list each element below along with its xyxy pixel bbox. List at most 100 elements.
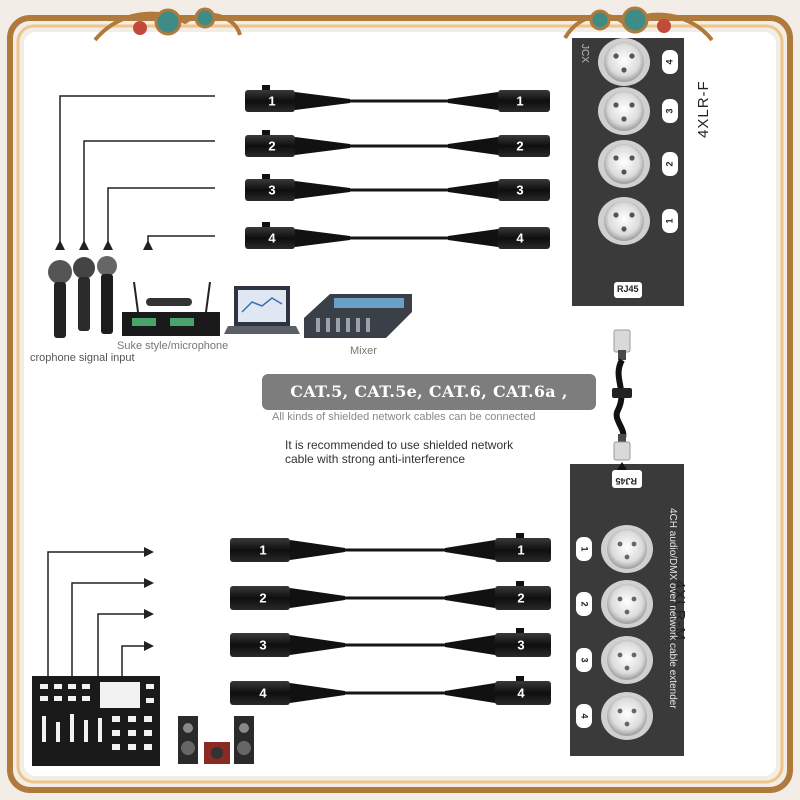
network-cable-icon [612, 329, 632, 470]
xlr-female-socket [604, 91, 644, 131]
port-number: 4 [664, 59, 674, 64]
cable-boot [445, 683, 495, 703]
shielded-note: All kinds of shielded network cables can… [272, 411, 536, 423]
cable-number-left: 1 [268, 93, 275, 108]
port-number-badge [576, 592, 592, 616]
cable-boot [295, 229, 350, 247]
cable-boot [448, 229, 498, 247]
top-cable-lines [350, 99, 448, 240]
bottom-box-subtitle: 4CH audio/DMX over network cable extende… [667, 508, 678, 709]
port-number-badge [662, 152, 678, 176]
cable-number-right: 4 [517, 685, 525, 700]
top-box-title: 4XLR-F [695, 80, 712, 138]
speakers-icon [178, 716, 254, 764]
port-number-badge [662, 99, 678, 123]
xlr-male-plug [230, 586, 290, 610]
wireless-receiver-icon [122, 281, 220, 336]
suke-microphone-label: Suke style/microphone [117, 340, 229, 352]
bottom-routing-lines [47, 551, 152, 676]
xlr-male-plug [230, 538, 290, 562]
cable-number-right: 1 [517, 542, 524, 557]
plug-latch [262, 174, 270, 179]
xlr-male-socket [607, 584, 647, 624]
frame-ornament-left [93, 7, 242, 42]
port-number-badge [576, 648, 592, 672]
cable-number-left: 3 [268, 182, 275, 197]
xlr-female-socket [604, 144, 644, 184]
rj45-port-top [614, 282, 642, 298]
cable-number-left: 4 [268, 230, 276, 245]
port-number-badge [662, 50, 678, 74]
cable-number-right: 3 [517, 637, 524, 652]
port-number: 2 [664, 161, 674, 166]
plug-latch [262, 85, 270, 90]
console-icon [32, 676, 160, 766]
plug-latch [516, 676, 524, 681]
xlr-male-plug [498, 227, 550, 249]
top-box-partial-text: JCX [579, 44, 590, 63]
cable-number-left: 2 [259, 590, 266, 605]
cable-number-left: 3 [259, 637, 266, 652]
port-number-badge [576, 537, 592, 561]
top-routing-arrows [55, 240, 153, 250]
port-number-badge [576, 704, 592, 728]
port-number: 1 [580, 546, 590, 551]
xlr-female-plug [495, 586, 551, 610]
plug-latch [516, 581, 524, 586]
xlr-female-plug [245, 179, 295, 201]
cable-boot [448, 137, 498, 155]
xlr-female-plug [245, 135, 295, 157]
cable-boot [448, 92, 498, 110]
xlr-male-socket [607, 640, 647, 680]
xlr-male-plug [230, 633, 290, 657]
xlr-female-plug [495, 538, 551, 562]
microphone-input-label: crophone signal input [30, 352, 135, 364]
cable-number-right: 1 [516, 93, 523, 108]
cable-boot [290, 683, 345, 703]
bottom-cable-connectors: 1 1 2 2 3 3 4 4 [230, 533, 551, 705]
xlr-female-socket [604, 201, 644, 241]
cable-boot [290, 635, 345, 655]
xlr-female-plug [495, 633, 551, 657]
xlr-male-plug [498, 90, 550, 112]
cable-boot [445, 588, 495, 608]
cable-number-left: 1 [259, 542, 266, 557]
xlr-female-plug [245, 227, 295, 249]
cable-boot [290, 588, 345, 608]
frame-ornament-right [563, 6, 714, 42]
plug-latch [516, 628, 524, 633]
cable-boot [445, 540, 495, 560]
port-number: 3 [664, 108, 674, 113]
bottom-routing-arrows [144, 547, 154, 651]
cable-boot [448, 181, 498, 199]
cable-number-left: 2 [268, 138, 275, 153]
mixer-icon [304, 294, 412, 338]
port-number-badge [662, 209, 678, 233]
top-device-box: 4 3 2 1 [572, 38, 684, 306]
xlr-male-socket [607, 696, 647, 736]
xlr-male-socket [607, 529, 647, 569]
rj45-port-bottom [612, 470, 642, 488]
rj45-label-bottom: RJ45 [615, 476, 637, 486]
xlr-male-plug [498, 135, 550, 157]
xlr-female-socket [604, 42, 644, 82]
plug-latch [262, 222, 270, 227]
cable-boot [445, 635, 495, 655]
microphone-icon [48, 256, 117, 338]
cable-boot [295, 181, 350, 199]
cable-boot [295, 137, 350, 155]
xlr-male-plug [230, 681, 290, 705]
cable-number-left: 4 [259, 685, 267, 700]
plug-latch [516, 533, 524, 538]
port-number: 1 [664, 218, 674, 223]
recommendation-line1: It is recommended to use shielded networ… [285, 438, 514, 452]
cable-types-banner: CAT.5, CAT.5e, CAT.6, CAT.6a , CAT.7 [262, 374, 596, 437]
xlr-male-plug [498, 179, 550, 201]
xlr-female-plug [495, 681, 551, 705]
cable-boot [290, 540, 345, 560]
cable-number-right: 2 [517, 590, 524, 605]
bottom-cable-lines [345, 548, 445, 695]
